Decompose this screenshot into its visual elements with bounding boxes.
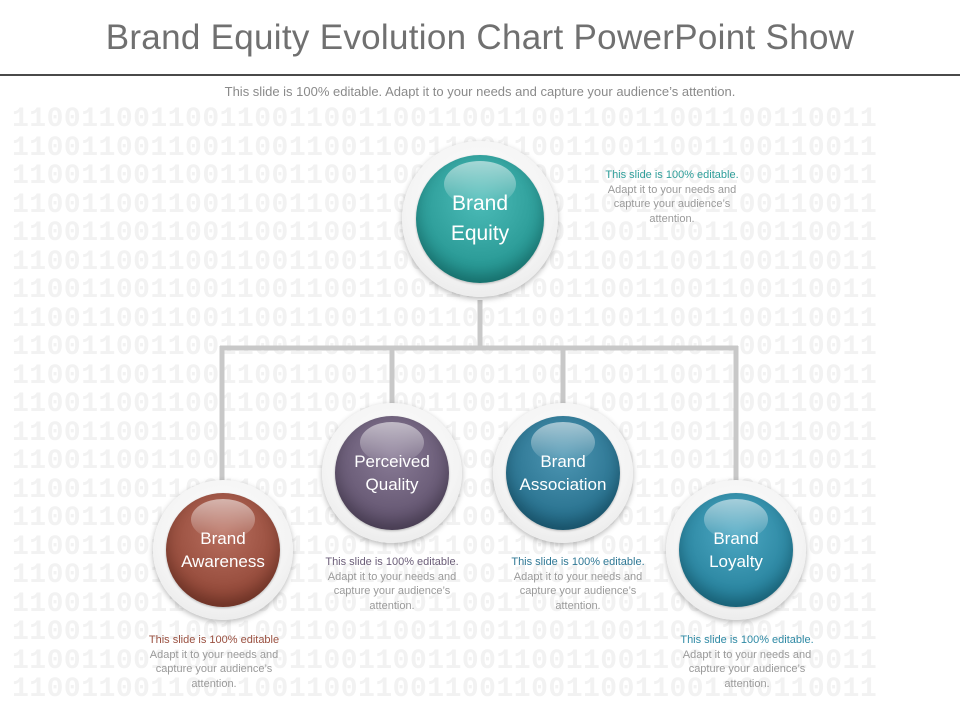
brand-association-label-line1: Brand: [540, 452, 586, 471]
brand-awareness-label-line1: Brand: [200, 529, 246, 548]
brand-loyalty-label-line1: Brand: [713, 529, 759, 548]
perceived-quality-label-line2: Quality: [365, 475, 419, 494]
brand-loyalty-description-body: Adapt it to your needs and capture your …: [682, 648, 812, 690]
brand-loyalty-description-heading: This slide is 100% editable.: [680, 634, 814, 646]
brand-awareness-description-body: Adapt it to your needs and capture your …: [149, 648, 279, 690]
brand-loyalty-label-line2: Loyalty: [709, 552, 763, 571]
brand-association-description: This slide is 100% editable. Adapt it to…: [498, 555, 658, 613]
slide-subtitle: This slide is 100% editable. Adapt it to…: [224, 84, 736, 99]
brand-awareness-description: This slide is 100% editable Adapt it to …: [134, 633, 294, 691]
brand-awareness-description-heading: This slide is 100% editable: [148, 634, 280, 646]
brand-association-description-body: Adapt it to your needs and capture your …: [513, 570, 643, 612]
brand-equity-description-heading: This slide is 100% editable.: [605, 169, 739, 181]
perceived-quality-description-body: Adapt it to your needs and capture your …: [327, 570, 457, 612]
brand-association-description-heading: This slide is 100% editable.: [511, 556, 645, 568]
perceived-quality-description: This slide is 100% editable. Adapt it to…: [312, 555, 472, 613]
title-divider: [0, 74, 960, 76]
brand-equity-description-body: Adapt it to your needs and capture your …: [607, 183, 737, 225]
slide-title: Brand Equity Evolution Chart PowerPoint …: [105, 18, 855, 57]
perceived-quality-description-heading: This slide is 100% editable.: [325, 556, 459, 568]
brand-equity-label-line1: Brand: [451, 192, 509, 215]
brand-equity-description: This slide is 100% editable. Adapt it to…: [592, 168, 752, 226]
brand-equity-label-line2: Equity: [450, 222, 510, 245]
brand-association-label-line2: Association: [519, 475, 607, 494]
brand-loyalty-description: This slide is 100% editable. Adapt it to…: [667, 633, 827, 691]
brand-awareness-label-line2: Awareness: [181, 552, 265, 571]
perceived-quality-label-line1: Perceived: [354, 452, 430, 471]
